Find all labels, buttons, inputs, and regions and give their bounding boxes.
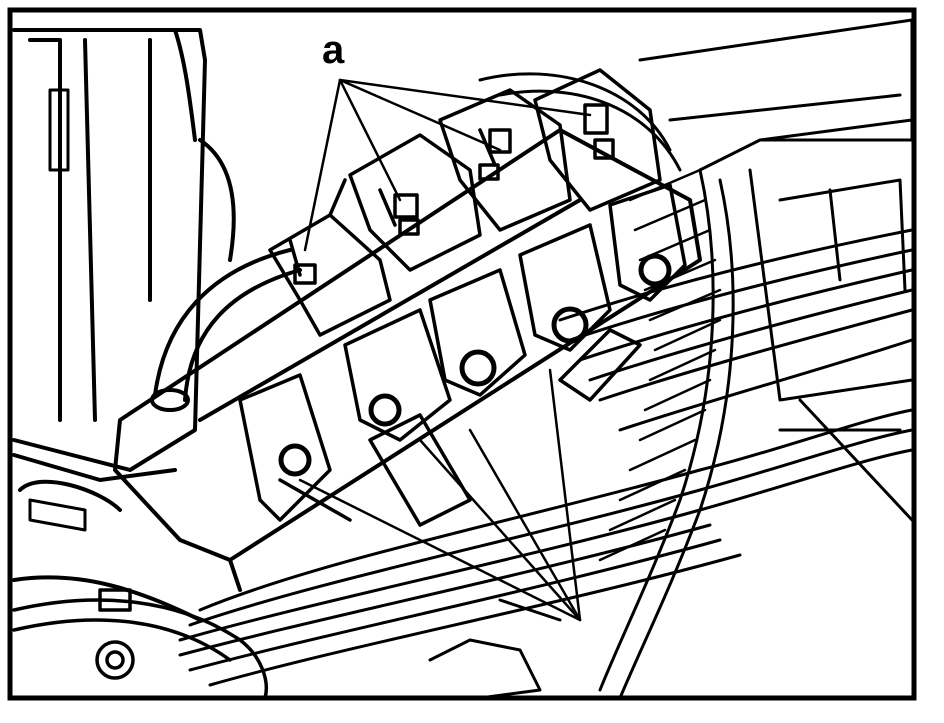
bottom-clip (428, 598, 562, 700)
relay-3 (438, 88, 572, 232)
figure-frame (7, 7, 917, 701)
callout-leaders-lower (298, 368, 582, 622)
callout-label-a: a (322, 28, 345, 72)
callout-leaders-a (303, 78, 592, 252)
hose-clamp (12, 588, 268, 700)
fuse-3 (428, 268, 527, 397)
relay-2 (348, 133, 482, 272)
fuse-2 (343, 308, 452, 442)
relay-4 (533, 68, 662, 212)
wiring-harness (178, 72, 914, 700)
relay-panel (113, 128, 702, 592)
connector-tube (150, 248, 302, 412)
relay-row (268, 68, 662, 337)
connector-plug (278, 328, 642, 527)
left-housing (12, 28, 236, 622)
mounting-bracket (638, 18, 914, 522)
braided-sleeve (598, 168, 722, 562)
